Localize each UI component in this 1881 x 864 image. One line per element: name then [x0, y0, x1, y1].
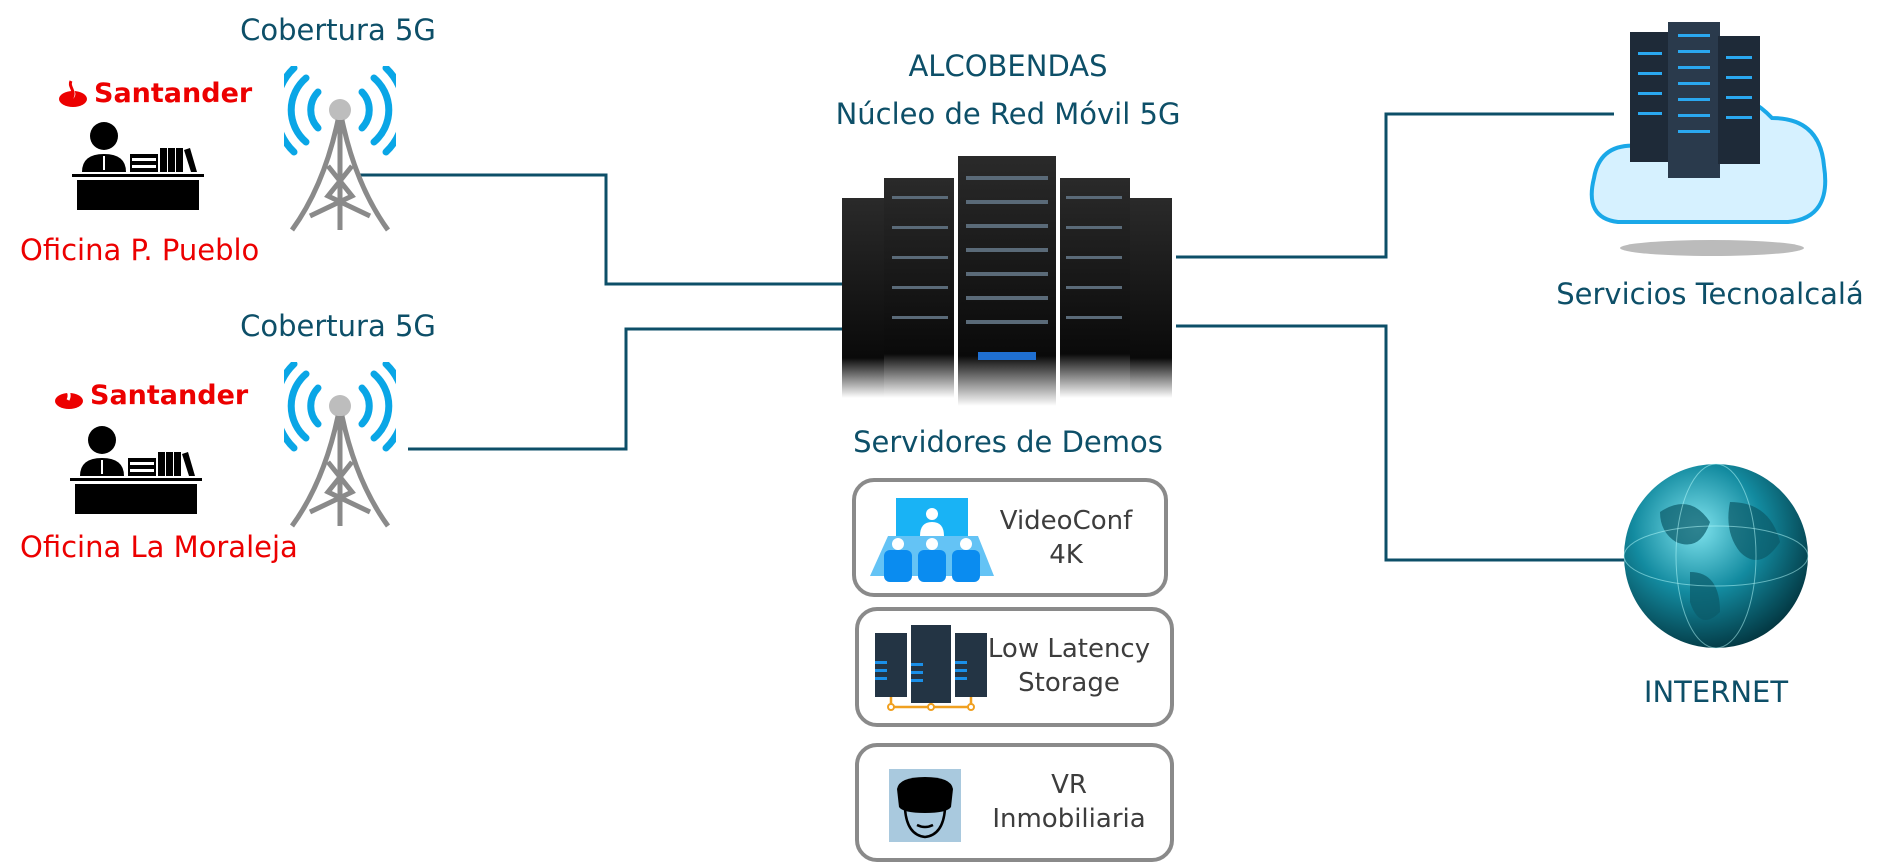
santander-logo: Santander: [54, 380, 248, 411]
demo-label-line1: Low Latency: [987, 634, 1151, 665]
vr-headset-icon: [889, 769, 961, 842]
cloud-label: Servicios Tecnoalcalá: [1556, 277, 1864, 311]
santander-logo: Santander: [58, 78, 252, 109]
santander-flame-icon: [55, 381, 83, 409]
servers-label: Servidores de Demos: [853, 425, 1163, 459]
link-moraleja-core: [408, 327, 846, 451]
office-worker-icon: [72, 122, 204, 210]
link-core-cloud: [1176, 112, 1614, 259]
coverage-label: Cobertura 5G: [240, 309, 436, 343]
core-title: ALCOBENDAS: [908, 49, 1108, 83]
cloud-servers-icon: [1589, 22, 1828, 256]
coverage-label: Cobertura 5G: [240, 13, 436, 47]
core-subtitle: Núcleo de Red Móvil 5G: [835, 97, 1181, 131]
demo-label-line2: Inmobiliaria: [992, 804, 1146, 834]
internet-label: INTERNET: [1643, 675, 1789, 709]
5g-antenna-tower-icon: [284, 66, 396, 232]
office-name: Oficina La Moraleja: [20, 530, 298, 564]
videoconference-icon: [870, 498, 994, 582]
office-name: Oficina P. Pueblo: [20, 233, 260, 267]
link-core-internet: [1176, 324, 1624, 562]
demo-label-line1: VR: [1051, 770, 1087, 801]
internet-globe-icon: [1623, 463, 1809, 649]
office-worker-icon: [70, 426, 202, 514]
demo-label-line2: 4K: [1049, 540, 1083, 570]
brand-name: Santander: [94, 78, 253, 109]
storage-servers-icon: [875, 625, 987, 711]
demo-label-line1: VideoConf: [999, 506, 1133, 537]
santander-flame-icon: [59, 79, 87, 107]
brand-name: Santander: [90, 380, 249, 411]
demo-label-line2: Storage: [1018, 668, 1120, 698]
server-rack-cluster-icon: [842, 156, 1172, 406]
link-pueblo-core: [360, 173, 846, 286]
5g-antenna-tower-icon: [284, 362, 396, 528]
